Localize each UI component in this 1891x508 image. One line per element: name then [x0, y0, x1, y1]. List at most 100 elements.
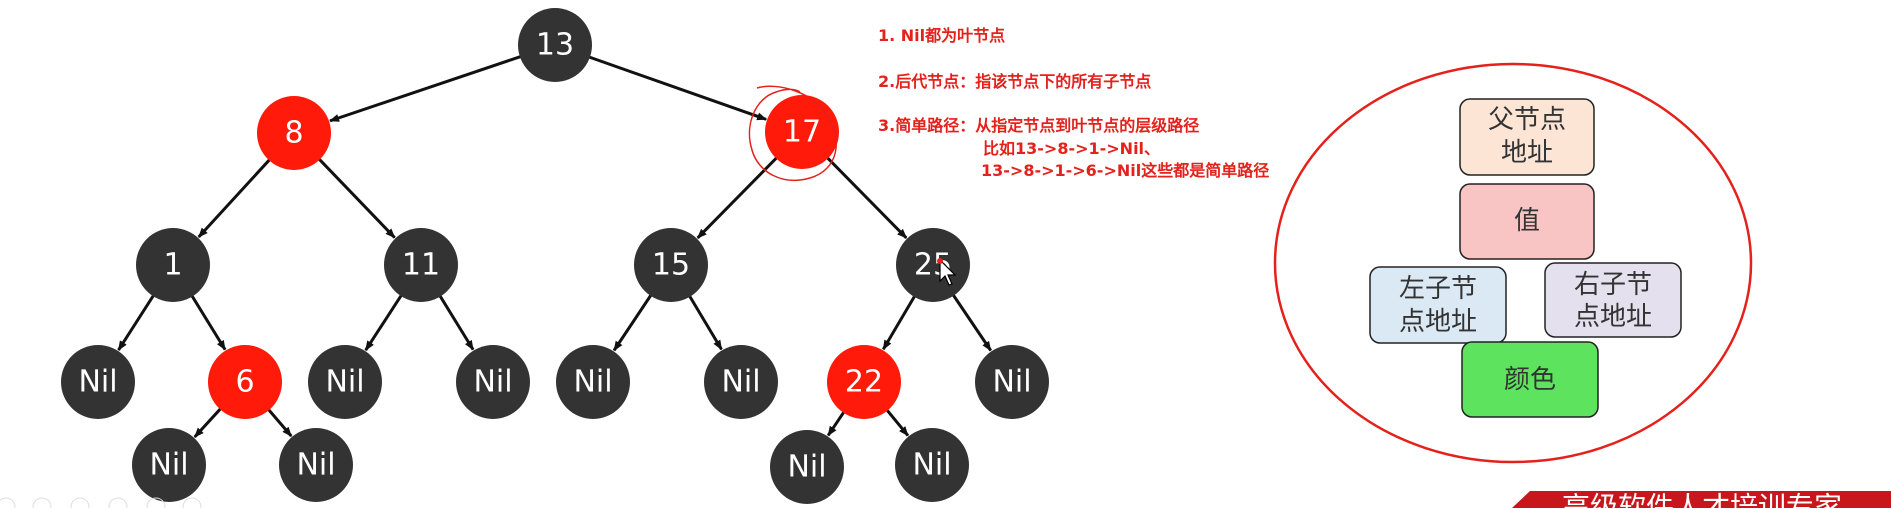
node-circle [765, 95, 839, 169]
nav-dot-icon[interactable] [146, 497, 166, 508]
nav-dot-icon[interactable] [70, 497, 90, 508]
node-label: Nil [78, 365, 117, 400]
tree-node-nil10: Nil [895, 428, 969, 502]
node-structure-outline [1273, 62, 1753, 464]
node-label: Nil [721, 365, 760, 400]
node-circle [518, 8, 592, 82]
tree-node-nil9: Nil [770, 430, 844, 504]
node-label: 17 [783, 115, 821, 150]
tree-node-n13: 13 [518, 8, 592, 82]
node-label: 22 [845, 365, 883, 400]
highlight-scribble [748, 85, 837, 181]
banner-text: 高级软件人才培训专家 [1562, 491, 1842, 508]
tree-edge-n25-nil6 [951, 293, 992, 352]
tree-edge-n1-n6 [190, 294, 227, 351]
tree-node-n1: 1 [136, 228, 210, 302]
node-circle [895, 428, 969, 502]
node-circle [456, 345, 530, 419]
node-circle [634, 228, 708, 302]
node-circle [257, 96, 331, 170]
nav-dot-icon[interactable] [182, 497, 202, 508]
left-child-address-field: 左子节 点地址 [1369, 266, 1507, 344]
tree-node-n25: 25 [896, 228, 970, 302]
tree-node-n11: 11 [384, 228, 458, 302]
tree-edge-n1-nil1 [117, 293, 156, 351]
nav-dot-icon[interactable] [0, 497, 16, 508]
tree-node-n6: 6 [208, 345, 282, 419]
parent-address-label-2: 地址 [1501, 138, 1553, 168]
tree-edge-n11-nil3 [438, 294, 475, 351]
tree-edge-n11-nil2 [364, 293, 404, 351]
node-label: Nil [149, 448, 188, 483]
tree-node-nil6: Nil [975, 345, 1049, 419]
tree-edge-n8-n1 [197, 157, 272, 239]
tree-node-nil1: Nil [61, 345, 135, 419]
value-label: 值 [1514, 206, 1540, 236]
tree-node-n17: 17 [765, 95, 839, 169]
color-field: 颜色 [1461, 341, 1599, 418]
node-circle [704, 345, 778, 419]
node-label: 11 [402, 248, 440, 283]
tree-node-n22: 22 [827, 345, 901, 419]
tree-edges [117, 54, 992, 438]
node-circle [556, 345, 630, 419]
tree-edge-n17-n25 [825, 155, 908, 239]
node-label: 6 [235, 365, 254, 400]
left-child-label-1: 左子节 [1399, 274, 1477, 304]
tree-edge-n13-n8 [329, 54, 523, 123]
right-child-label-1: 右子节 [1574, 270, 1652, 300]
right-child-address-field: 右子节 点地址 [1544, 262, 1682, 338]
nav-dot-icon[interactable] [32, 497, 52, 508]
node-label: Nil [787, 450, 826, 485]
color-label: 颜色 [1504, 365, 1556, 395]
tree-edge-n22-nil10 [885, 408, 910, 437]
node-circle [975, 345, 1049, 419]
tree-edge-n6-nil7 [193, 406, 223, 438]
tree-node-nil2: Nil [308, 345, 382, 419]
node-label: Nil [473, 365, 512, 400]
node-circle [61, 345, 135, 419]
node-circle [384, 228, 458, 302]
footer-banner: 高级软件人才培训专家 [1512, 491, 1891, 508]
tree-node-nil8: Nil [279, 428, 353, 502]
tree-edge-n22-nil9 [826, 410, 846, 437]
note-3-example-1: 比如13->8->1->Nil、 [983, 139, 1160, 158]
tree-edge-n25-n22 [882, 294, 917, 351]
note-1: 1. Nil都为叶节点 [878, 26, 1005, 45]
node-label: Nil [325, 365, 364, 400]
node-circle [208, 345, 282, 419]
value-field: 值 [1459, 183, 1595, 260]
notes-block: 1. Nil都为叶节点 2.后代节点：指该节点下的所有子节点 3.简单路径：从指… [878, 26, 1269, 180]
node-structure: 父节点 地址 值 左子节 点地址 右子节 点地址 颜色 [1273, 62, 1753, 464]
node-label: Nil [912, 448, 951, 483]
node-label: Nil [992, 365, 1031, 400]
node-label: 1 [163, 248, 182, 283]
node-label: Nil [573, 365, 612, 400]
nav-dot-icon[interactable] [108, 497, 128, 508]
tree-edge-n8-n11 [317, 157, 396, 239]
node-circle [770, 430, 844, 504]
tree-node-n8: 8 [257, 96, 331, 170]
tree-edge-n6-nil8 [266, 407, 293, 438]
left-child-label-2: 点地址 [1399, 307, 1477, 337]
parent-address-label-1: 父节点 [1488, 105, 1566, 135]
tree-edge-n17-n15 [696, 155, 779, 239]
node-circle [827, 345, 901, 419]
node-label: 13 [536, 28, 574, 63]
slide-navigation [0, 497, 202, 508]
mouse-cursor-icon [937, 258, 957, 286]
node-circle [279, 428, 353, 502]
tree-node-nil7: Nil [132, 428, 206, 502]
node-label: 15 [652, 248, 690, 283]
right-child-label-2: 点地址 [1574, 302, 1652, 332]
node-label: 8 [284, 116, 303, 151]
node-label: Nil [296, 448, 335, 483]
node-circle [308, 345, 382, 419]
note-3: 3.简单路径：从指定节点到叶节点的层级路径 [878, 116, 1199, 135]
tree-edge-n15-nil4 [612, 293, 653, 352]
node-circle [136, 228, 210, 302]
tree-edge-n13-n17 [587, 55, 768, 121]
tree-edge-n15-nil5 [687, 294, 723, 351]
note-2: 2.后代节点：指该节点下的所有子节点 [878, 72, 1151, 91]
